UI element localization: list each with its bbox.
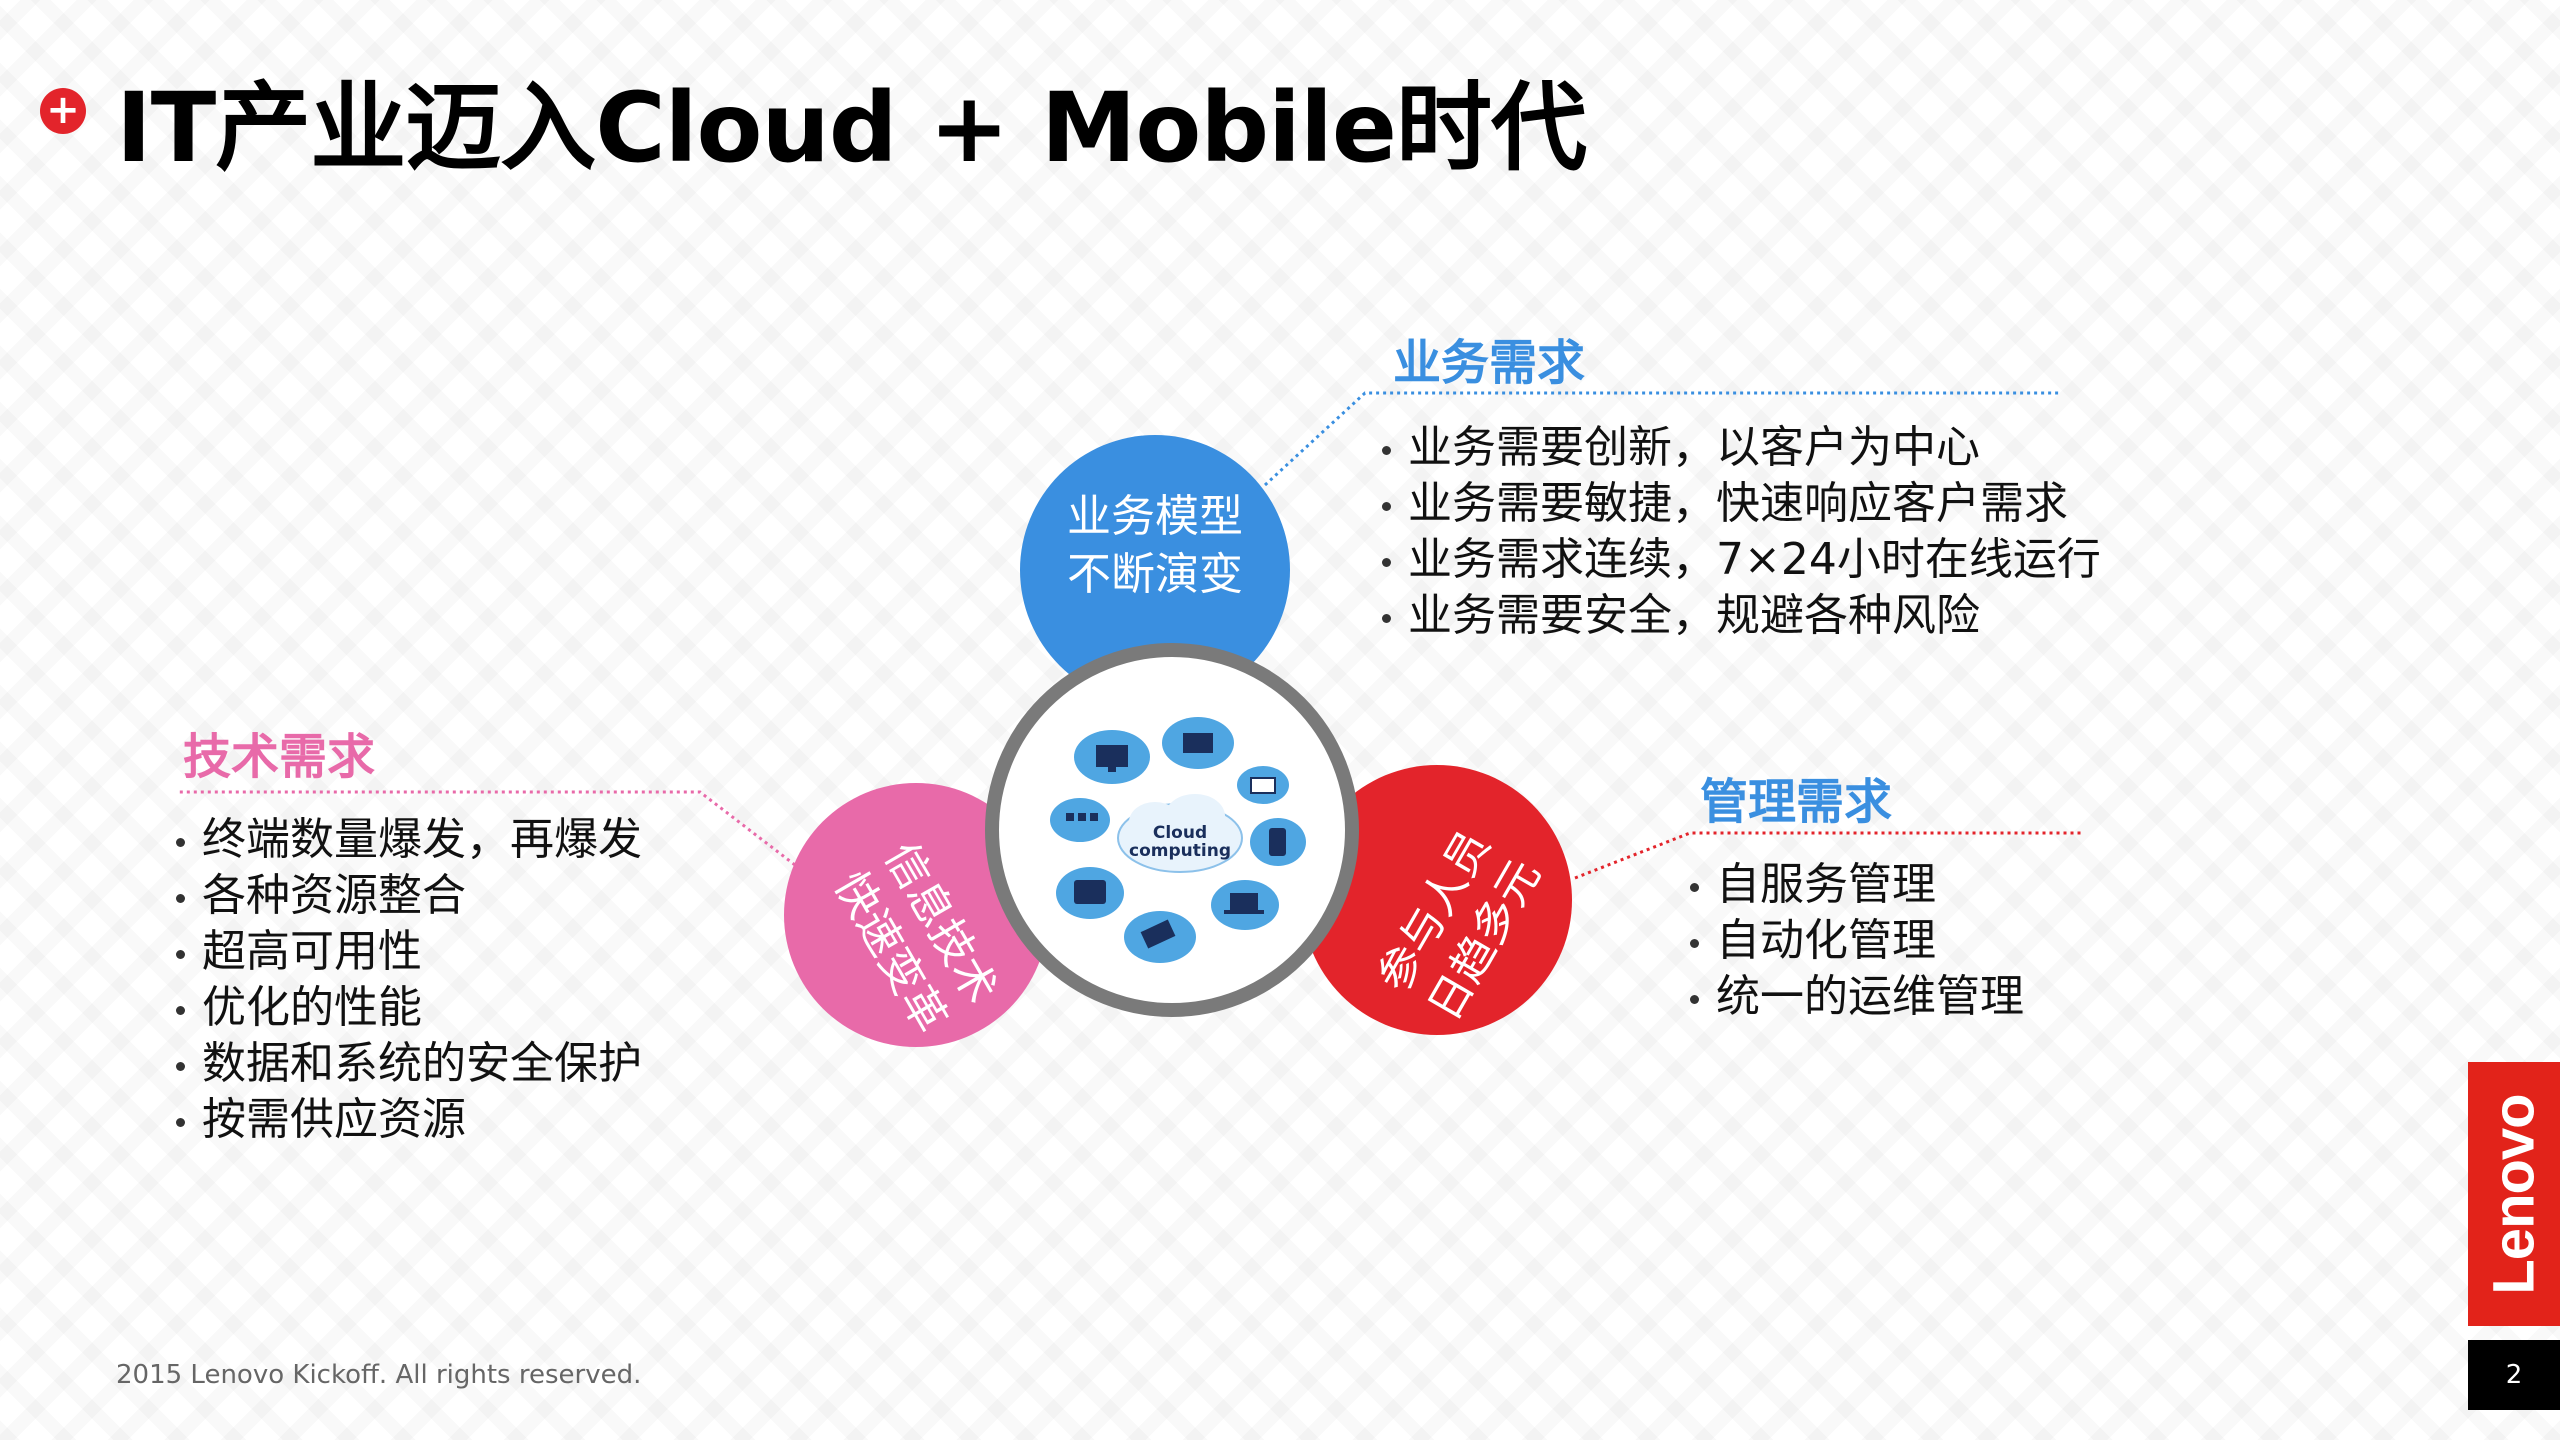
tech-heading: 技术需求 — [183, 729, 376, 785]
central-cloud-icon — [1117, 794, 1243, 873]
list-item: 各种资源整合 — [176, 868, 642, 924]
cloud-icons — [1050, 717, 1306, 963]
blue-circle-label: 业务模型 不断演变 — [1040, 488, 1270, 604]
blue-circle-line2: 不断演变 — [1067, 549, 1243, 600]
list-item: 终端数量爆发，再爆发 — [176, 812, 642, 868]
cloud-label-2: computing — [1129, 841, 1231, 861]
list-item: 自服务管理 — [1690, 857, 2024, 913]
list-item: 业务需要创新，以客户为中心 — [1382, 420, 2101, 476]
mgmt-list: 自服务管理 自动化管理 统一的运维管理 — [1690, 857, 2024, 1025]
business-heading: 业务需求 — [1393, 335, 1586, 391]
notebook-cloud-icon — [1124, 911, 1196, 963]
red-circle — [1302, 765, 1572, 1035]
tablet-cloud-icon — [1056, 867, 1124, 919]
business-list: 业务需要创新，以客户为中心 业务需要敏捷，快速响应客户需求 业务需求连续，7×2… — [1382, 420, 2101, 644]
pink-connector-line — [176, 790, 796, 867]
list-item: 业务需要敏捷，快速响应客户需求 — [1382, 476, 2101, 532]
mgmt-heading: 管理需求 — [1700, 774, 1893, 830]
network-cloud-icon — [1050, 798, 1110, 842]
slide-title: IT产业迈入Cloud + Mobile时代 — [116, 72, 1587, 184]
list-item: 超高可用性 — [176, 924, 642, 980]
pink-circle — [784, 783, 1048, 1047]
title-bullet-icon: + — [40, 88, 86, 134]
page-number: 2 — [2468, 1340, 2560, 1410]
list-item: 按需供应资源 — [176, 1092, 642, 1148]
laptop-cloud-icon — [1211, 880, 1279, 930]
blue-connector-line — [1263, 391, 2062, 487]
list-item: 统一的运维管理 — [1690, 969, 2024, 1025]
mail-cloud-icon — [1237, 766, 1289, 804]
list-item: 业务需求连续，7×24小时在线运行 — [1382, 532, 2101, 588]
tech-list: 终端数量爆发，再爆发 各种资源整合 超高可用性 优化的性能 数据和系统的安全保护… — [176, 812, 642, 1148]
phone-cloud-icon — [1250, 818, 1306, 866]
cloud-label-1: Cloud — [1153, 823, 1207, 843]
footer-copyright: 2015 Lenovo Kickoff. All rights reserved… — [116, 1360, 642, 1390]
display-cloud-icon — [1162, 717, 1234, 769]
list-item: 数据和系统的安全保护 — [176, 1036, 642, 1092]
blue-circle-line1: 业务模型 — [1067, 491, 1243, 542]
monitor-cloud-icon — [1074, 730, 1150, 784]
lenovo-logo: Lenovo — [2468, 1062, 2560, 1326]
list-item: 优化的性能 — [176, 980, 642, 1036]
list-item: 自动化管理 — [1690, 913, 2024, 969]
lenovo-logo-text: Lenovo — [2481, 1093, 2547, 1295]
blue-circle — [1020, 435, 1290, 705]
list-item: 业务需要安全，规避各种风险 — [1382, 588, 2101, 644]
